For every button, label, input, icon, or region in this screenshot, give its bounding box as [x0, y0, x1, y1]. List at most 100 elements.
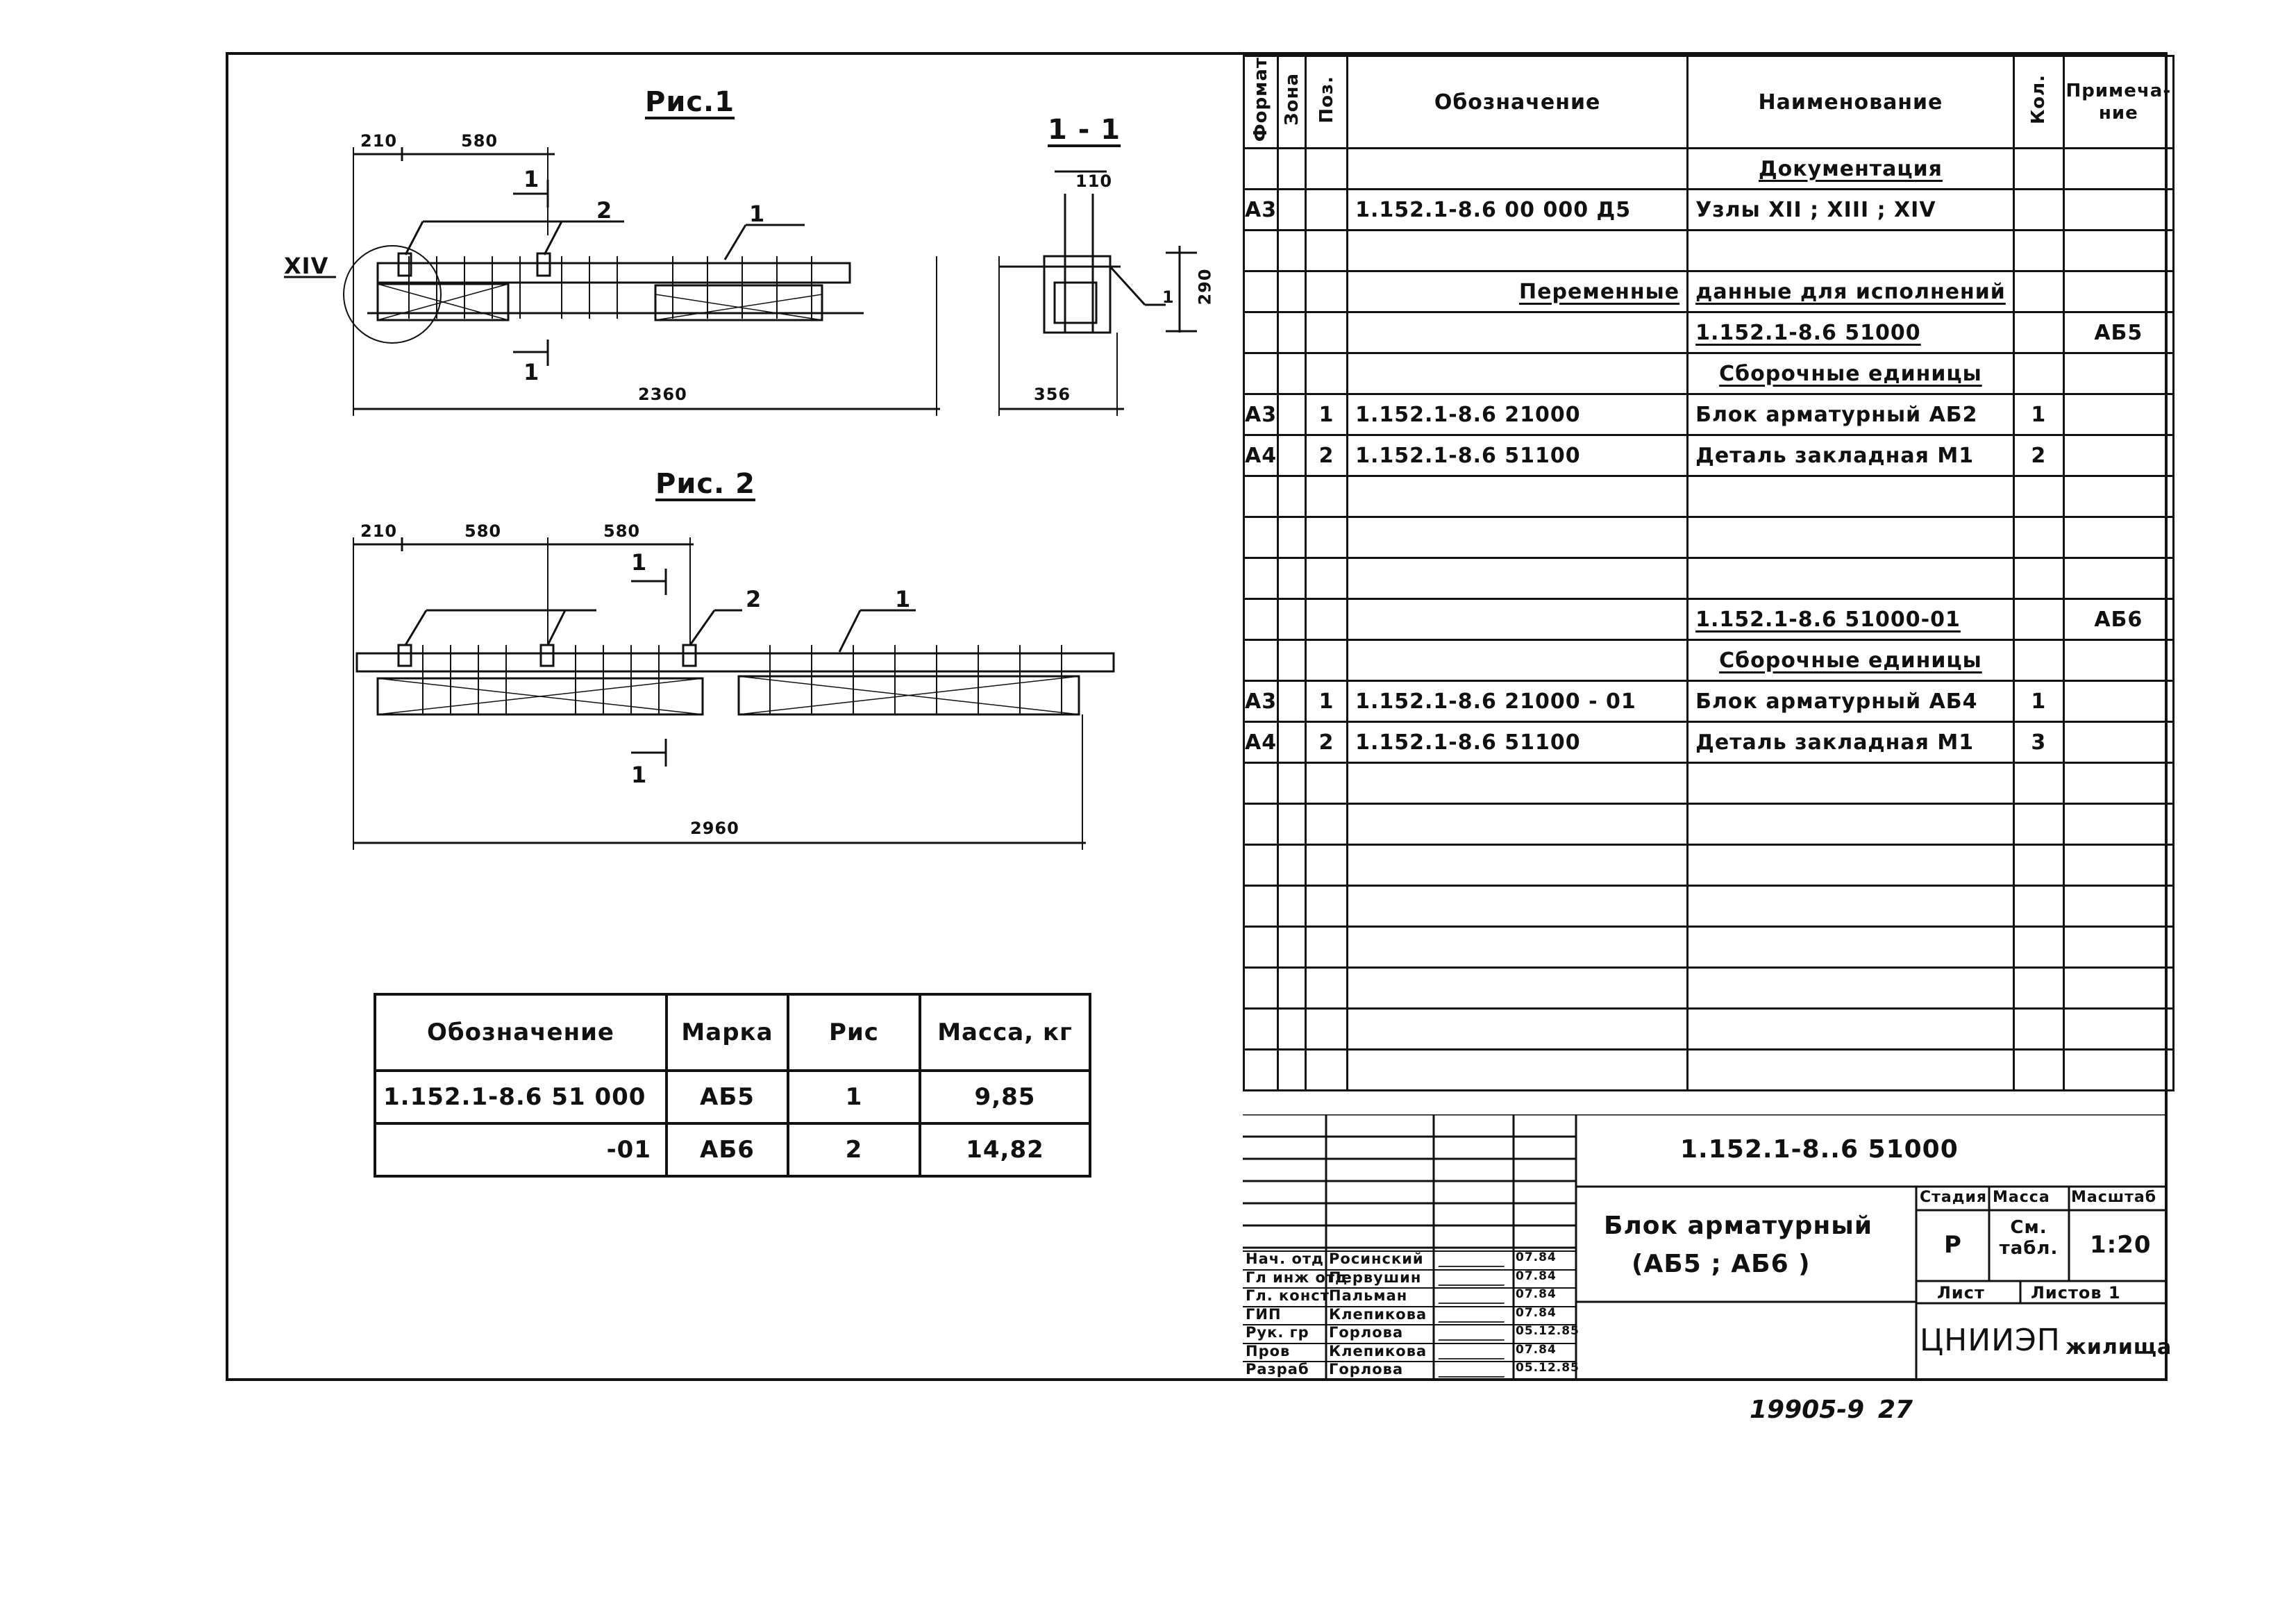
spec-cell-qty	[2012, 311, 2065, 355]
spec-cell-zone	[1277, 434, 1307, 478]
stage-value: Р	[1944, 1231, 1962, 1259]
scale-label: Масштаб	[2071, 1189, 2157, 1206]
section-callout: 1	[1162, 287, 1175, 307]
spec-col-note: Примеча-ние	[2062, 54, 2175, 150]
spec-cell-pos	[1305, 311, 1349, 355]
spec-cell-name: Блок арматурный АБ4	[1686, 680, 2015, 723]
spec-cell-designation	[1346, 147, 1689, 191]
spec-cell-pos	[1305, 639, 1349, 683]
spec-cell-qty	[2012, 803, 2065, 846]
fig2-section-mark-bottom: 1	[631, 762, 648, 788]
spec-cell-name: Сборочные единицы	[1686, 352, 2015, 396]
mass-table: Обозначение Марка Рис Масса, кг 1.152.1-…	[374, 993, 1091, 1178]
fig2-dim-total: 2960	[690, 819, 739, 838]
spec-cell-designation: 1.152.1-8.6 21000 - 01	[1346, 680, 1689, 723]
spec-cell-qty	[2012, 516, 2065, 560]
spec-cell-designation: 1.152.1-8.6 21000	[1346, 393, 1689, 437]
signature-mark	[1438, 1345, 1509, 1359]
spec-cell-note	[2062, 270, 2175, 314]
spec-cell-designation	[1346, 1048, 1689, 1092]
spec-cell-pos	[1305, 885, 1349, 928]
fig1-section-mark-bottom: 1	[523, 359, 540, 385]
spec-cell-format	[1242, 803, 1280, 846]
sig-date: 05.12.85	[1516, 1324, 1579, 1338]
signature-row-divider	[1243, 1305, 1576, 1307]
sheet-number: 27	[1878, 1396, 1913, 1424]
node-xiv-label: XIV	[284, 253, 329, 279]
spec-cell-zone	[1277, 147, 1307, 191]
spec-cell-qty	[2012, 557, 2065, 601]
spec-cell-name: Сборочные единицы	[1686, 639, 2015, 683]
doc-title-line2: (АБ5 ; АБ6 )	[1632, 1250, 1811, 1278]
spec-cell-name	[1686, 844, 2015, 887]
spec-cell-zone	[1277, 680, 1307, 723]
signature-mark	[1438, 1290, 1509, 1304]
table-row	[1242, 844, 2175, 887]
spec-cell-note	[2062, 844, 2175, 887]
spec-cell-designation: 1.152.1-8.6 51100	[1346, 434, 1689, 478]
spec-cell-note	[2062, 680, 2175, 723]
spec-cell-designation: Переменные	[1346, 270, 1689, 314]
spec-cell-qty: 1	[2012, 393, 2065, 437]
doc-code: 1.152.1-8..6 51000	[1680, 1135, 1959, 1164]
fig2-section-mark-top: 1	[631, 549, 648, 576]
spec-cell-format	[1242, 639, 1280, 683]
spec-cell-zone	[1277, 475, 1307, 519]
fig2-dim-210: 210	[360, 521, 398, 541]
spec-cell-note: АБ6	[2062, 598, 2175, 642]
inventory-number: 19905-9	[1750, 1396, 1865, 1424]
spec-cell-pos	[1305, 188, 1349, 232]
reinforcement-drawings	[284, 147, 1197, 850]
table-row: Сборочные единицы	[1242, 352, 2175, 396]
mass-cell-mass: 9,85	[919, 1069, 1091, 1125]
spec-cell-format	[1242, 1007, 1280, 1051]
spec-cell-qty	[2012, 352, 2065, 396]
spec-cell-qty	[2012, 475, 2065, 519]
spec-cell-qty	[2012, 270, 2065, 314]
spec-col-pos: Поз.	[1316, 75, 1337, 124]
stage-label: Стадия	[1920, 1189, 1988, 1206]
spec-header-row: Формат Зона Поз. Обозначение Наименовани…	[1242, 54, 2175, 150]
org-name: ЦНИИЭП	[1920, 1323, 2061, 1358]
spec-cell-format	[1242, 352, 1280, 396]
spec-cell-zone	[1277, 885, 1307, 928]
spec-cell-note: АБ5	[2062, 311, 2175, 355]
sig-role: Рук. гр	[1246, 1324, 1309, 1341]
spec-cell-pos	[1305, 966, 1349, 1010]
fig2-dim-580a: 580	[464, 521, 502, 541]
spec-cell-designation: 1.152.1-8.6 00 000 Д5	[1346, 188, 1689, 232]
spec-cell-qty: 2	[2012, 434, 2065, 478]
spec-cell-zone	[1277, 352, 1307, 396]
sheet-label: Лист	[1937, 1283, 1985, 1303]
section-dim-290: 290	[1195, 268, 1215, 305]
spec-cell-name	[1686, 885, 2015, 928]
sheets-label: Листов 1	[2031, 1283, 2121, 1303]
spec-cell-pos	[1305, 229, 1349, 273]
spec-cell-note	[2062, 147, 2175, 191]
sig-role: Нач. отд	[1246, 1250, 1325, 1267]
spec-cell-name	[1686, 1007, 2015, 1051]
spec-cell-pos: 2	[1305, 434, 1349, 478]
mass-cell-mass: 14,82	[919, 1122, 1091, 1178]
spec-cell-pos	[1305, 844, 1349, 887]
spec-cell-designation	[1346, 475, 1689, 519]
fig1-dim-total: 2360	[638, 385, 687, 404]
spec-cell-pos: 2	[1305, 721, 1349, 764]
spec-cell-format	[1242, 147, 1280, 191]
fig1-callout-pos2: 2	[596, 197, 613, 224]
spec-cell-zone	[1277, 598, 1307, 642]
section-outline	[1043, 255, 1112, 334]
spec-cell-name: Документация	[1686, 147, 2015, 191]
spec-cell-designation	[1346, 516, 1689, 560]
mass-cell-fig: 2	[787, 1122, 921, 1178]
table-row: 1.152.1-8.6 51000-01 АБ6	[1242, 598, 2175, 642]
spec-cell-qty	[2012, 229, 2065, 273]
table-row	[1242, 966, 2175, 1010]
spec-cell-name: 1.152.1-8.6 51000-01	[1686, 598, 2015, 642]
table-row	[1242, 803, 2175, 846]
drawing-area: Рис.1 210 580 2360 2 1 1 1 XIV 1 - 1 110…	[228, 55, 1241, 1378]
spec-cell-zone	[1277, 229, 1307, 273]
embed-1b	[536, 252, 551, 277]
